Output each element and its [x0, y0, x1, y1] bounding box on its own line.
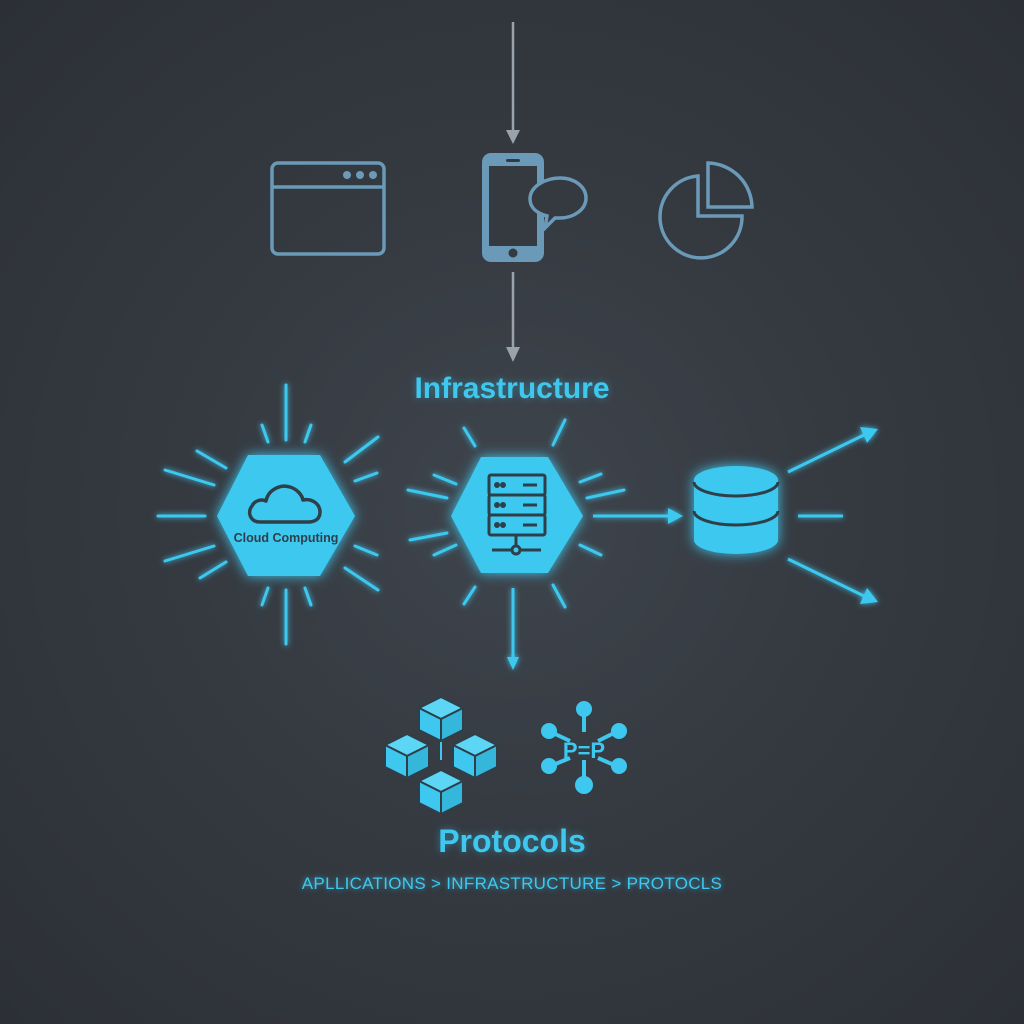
cloud-icon: [247, 484, 322, 524]
server-rack-icon: [487, 473, 547, 556]
database-output-arrows: [787, 427, 878, 604]
pie-chart-icon: [658, 161, 754, 260]
cloud-node-rays: [156, 383, 380, 646]
infrastructure-title: Infrastructure: [414, 372, 610, 405]
applications-to-infrastructure-arrow: [506, 272, 520, 362]
cloud-computing-label: Cloud Computing: [233, 531, 339, 545]
browser-window-icon: [270, 161, 386, 256]
p2p-network-icon[interactable]: [541, 701, 627, 794]
breadcrumb: APLLICATIONS > INFRASTRUCTURE > PROTOCLS: [301, 874, 723, 893]
protocols-title: Protocols: [438, 823, 586, 859]
server-node-rays: [406, 418, 626, 609]
input-arrow: [506, 22, 520, 144]
blockchain-blocks-icon[interactable]: [384, 696, 498, 815]
smartphone-chat-icon: [482, 153, 588, 262]
server-to-database-arrow: [593, 508, 683, 524]
p2p-label: P=P: [563, 738, 605, 763]
cloud-computing-node[interactable]: [217, 455, 355, 576]
server-to-protocols-arrow: [507, 588, 519, 670]
database-dividers: [692, 481, 780, 527]
database-icon[interactable]: [694, 466, 778, 554]
